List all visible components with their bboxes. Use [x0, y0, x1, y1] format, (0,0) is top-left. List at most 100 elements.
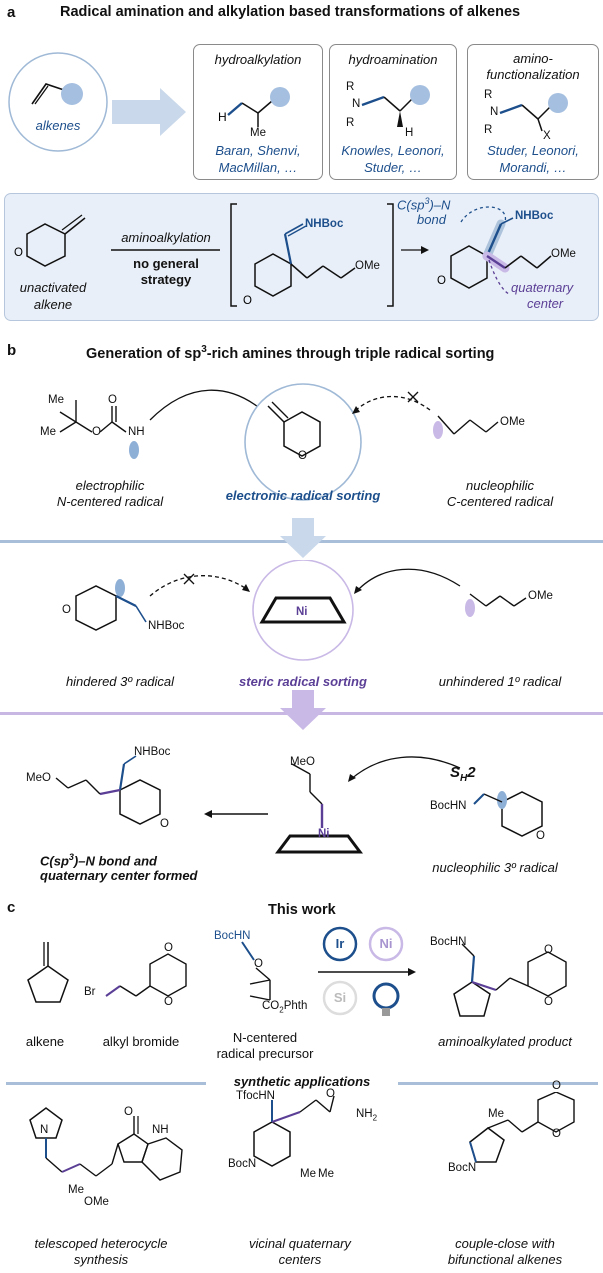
- aminofunctionalization-authors-2: Morandi, …: [499, 160, 567, 175]
- steric-sorting-figure: [75, 560, 527, 661]
- product-o-b: O: [160, 818, 169, 830]
- this-work-figure: [27, 926, 567, 1017]
- bond-label: bond: [417, 212, 446, 227]
- precursor-label-2: radical precursor: [216, 1046, 314, 1061]
- hydroamination-n: N: [352, 98, 361, 110]
- ni-catalyst: Ni: [379, 936, 393, 951]
- electrophilic-label-1: electrophilic: [75, 478, 145, 493]
- hydroalkylation-authors-1: Baran, Shenvi,: [215, 143, 301, 158]
- bracket-nhboc: NHBoc: [305, 218, 344, 230]
- ni-complex-meo: MeO: [290, 756, 315, 768]
- app1-me: Me: [68, 1184, 84, 1196]
- nuc-o: O: [536, 830, 545, 842]
- aminofunctionalization-heading-1: amino-: [513, 51, 553, 66]
- nucleophilic-3-label: nucleophilic 3º radical: [432, 860, 558, 875]
- svg-text:O: O: [14, 247, 23, 259]
- hydroamination-authors-2: Studer, …: [364, 160, 422, 175]
- app2-bocn: BocN: [228, 1158, 257, 1170]
- applications-separator-left: [6, 1082, 206, 1085]
- quaternary-label-2: center: [527, 296, 564, 311]
- steric-sorting-label: steric radical sorting: [239, 674, 367, 689]
- panel-b-letter: b: [7, 342, 17, 359]
- quaternary-label-1: quaternary: [511, 280, 574, 295]
- ring-o: O: [298, 450, 307, 462]
- alkene-circle-figure: [8, 52, 108, 152]
- ni-complex-ni: Ni: [318, 828, 330, 840]
- hydroalkylation-box: hydroalkylation H Me Baran, Shenvi, MacM…: [193, 44, 323, 180]
- bromide-o-top: O: [164, 942, 173, 954]
- boc-o-top: O: [108, 394, 117, 406]
- precursor-co2phth: CO2Phth: [262, 1000, 308, 1015]
- applications-separator-right: [398, 1082, 598, 1085]
- aminofunctionalization-x: X: [543, 130, 551, 142]
- aminofunctionalization-box: amino- functionalization R N R X Studer,…: [467, 44, 599, 180]
- boc-me-2: Me: [40, 426, 56, 438]
- app3-o-top: O: [552, 1080, 561, 1092]
- bromide-br: Br: [84, 986, 96, 998]
- aminofunctionalization-n: N: [490, 106, 499, 118]
- alkene-label: alkene: [25, 1034, 65, 1049]
- panel-c-letter: c: [7, 899, 16, 916]
- bracket-ome: OMe: [355, 260, 380, 272]
- hydroamination-authors-1: Knowles, Leonori,: [341, 143, 445, 158]
- app2-tfochn: TfocHN: [236, 1090, 275, 1102]
- down-arrow-purple: [280, 690, 326, 730]
- nucleophilic-label-1: nucleophilic: [466, 478, 534, 493]
- c-radical-ome: OMe: [500, 416, 525, 428]
- aminoalkylation-label: aminoalkylation: [121, 230, 211, 245]
- applications-figure: [29, 1092, 575, 1181]
- precursor-label-1: N-centered: [232, 1030, 298, 1045]
- app2-nh2: NH2: [356, 1108, 378, 1123]
- product-nhboc-b: NHBoc: [134, 746, 171, 758]
- hindered-o: O: [62, 604, 71, 616]
- precursor-bochn: BocHN: [214, 930, 251, 942]
- hindered-nhboc: NHBoc: [148, 620, 185, 632]
- unhindered-ome: OMe: [528, 590, 553, 602]
- app1-label-2: synthesis: [73, 1252, 129, 1267]
- ir-catalyst: Ir: [335, 936, 345, 951]
- app3-label-2: bifunctional alkenes: [447, 1252, 563, 1267]
- hydroamination-structure: [361, 85, 430, 127]
- panel-a-letter: a: [7, 4, 16, 21]
- aminoalkylation-challenge-box: O O O unactivated alkene aminoalk: [4, 193, 599, 321]
- hydroamination-r1: R: [346, 81, 355, 93]
- product-o-top-c: O: [544, 944, 553, 956]
- svg-text:O: O: [243, 295, 252, 307]
- app1-ome: OMe: [84, 1196, 109, 1208]
- boc-nh: NH: [128, 426, 145, 438]
- sh2-label: SH2: [450, 764, 476, 784]
- nucleophilic-label-2: C-centered radical: [446, 494, 554, 509]
- hydroalkylation-structure: H: [218, 87, 290, 127]
- electronic-sorting-label: electronic radical sorting: [225, 488, 381, 503]
- hydroalkylation-heading: hydroalkylation: [214, 52, 302, 67]
- alkenes-label: alkenes: [35, 118, 81, 133]
- aminofunctionalization-r2: R: [484, 124, 493, 136]
- app2-me-1: Me: [300, 1168, 316, 1180]
- panel-a-title: Radical amination and alkylation based t…: [60, 4, 521, 20]
- product-ome: OMe: [551, 248, 576, 260]
- app1-nh: NH: [152, 1124, 169, 1136]
- hydroamination-h: H: [405, 127, 414, 139]
- challenge-structures: O O O: [14, 203, 552, 307]
- hydroamination-heading: hydroamination: [348, 52, 438, 67]
- app3-label-1: couple-close with: [455, 1236, 555, 1251]
- boc-me-1: Me: [48, 394, 64, 406]
- aminofunctionalization-structure: [499, 93, 568, 132]
- transform-arrow: [112, 88, 186, 136]
- hydroamination-box: hydroamination R N R H Knowles, Leonori,…: [329, 44, 457, 180]
- hydroalkylation-authors-2: MacMillan, …: [218, 160, 298, 175]
- no-general-strategy-1: no general: [133, 256, 199, 271]
- app3-me: Me: [488, 1108, 504, 1120]
- app1-o: O: [124, 1106, 133, 1118]
- csp3-n-label: C(sp3)–N: [397, 196, 451, 213]
- app2-me-2: Me: [318, 1168, 334, 1180]
- electronic-sorting-figure: [59, 383, 499, 501]
- aminoalkylated-product-label: aminoalkylated product: [438, 1034, 572, 1049]
- bromide-o-bottom: O: [164, 996, 173, 1008]
- alkyl-bromide-label: alkyl bromide: [102, 1034, 180, 1049]
- down-arrow-blue: [280, 518, 326, 558]
- app3-o-bottom: O: [552, 1128, 561, 1140]
- panel-b-title: Generation of sp3-rich amines through tr…: [86, 344, 495, 362]
- unactivated-label-1: unactivated: [19, 280, 87, 295]
- si-reagent: Si: [333, 990, 347, 1005]
